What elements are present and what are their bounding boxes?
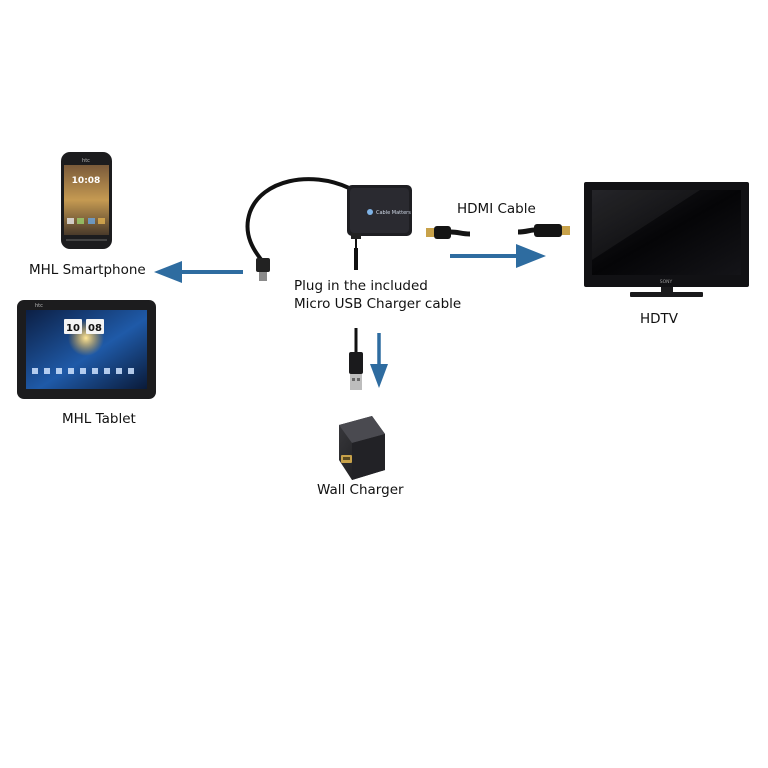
wall-charger-label: Wall Charger — [317, 482, 404, 498]
mhl-adapter-image: Cable Matters — [245, 177, 412, 281]
smartphone-brand: htc — [82, 158, 90, 164]
wall-charger-image — [339, 416, 385, 480]
usb-cable-label-line1: Plug in the included — [294, 278, 428, 294]
smartphone-clock: 10:08 — [72, 176, 101, 186]
adapter-brand: Cable Matters — [376, 210, 411, 216]
usb-cable-label-line2: Micro USB Charger cable — [294, 296, 462, 312]
hdtv-image: SONY — [584, 182, 749, 297]
tablet-brand: htc — [35, 303, 43, 309]
hdmi-cable-label: HDMI Cable — [457, 201, 536, 217]
hdmi-cable-image — [426, 224, 570, 239]
tablet-clock-hours: 10 — [66, 323, 80, 334]
hdtv-brand: SONY — [660, 279, 673, 285]
arrow-left-icon — [154, 261, 243, 283]
arrow-down-icon — [370, 333, 388, 388]
tablet-image: 10 08 htc — [17, 300, 156, 399]
smartphone-label: MHL Smartphone — [29, 262, 146, 278]
tablet-clock-minutes: 08 — [88, 323, 102, 334]
smartphone-image: 10:08 htc — [61, 152, 112, 249]
tablet-label: MHL Tablet — [62, 411, 136, 427]
arrow-right-icon — [450, 244, 546, 268]
hdtv-label: HDTV — [640, 311, 679, 327]
usb-charging-cable-image — [349, 328, 363, 390]
